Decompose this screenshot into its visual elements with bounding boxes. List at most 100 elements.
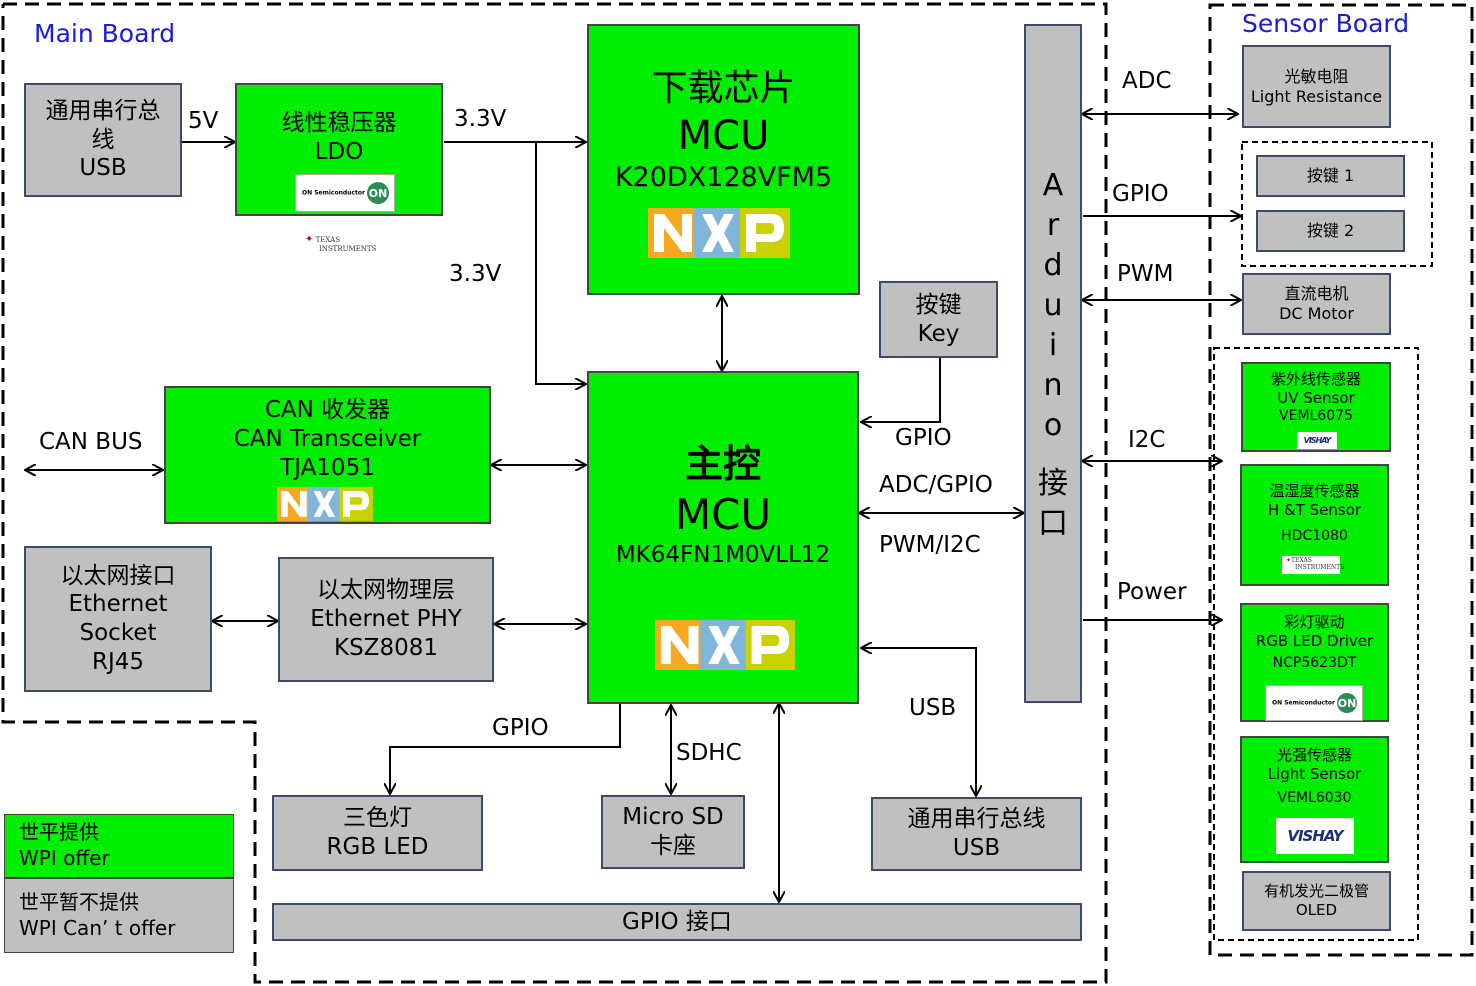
- rgb-driver-line2: RGB LED Driver: [1255, 631, 1374, 650]
- uv-line3: VEML6075: [1279, 407, 1353, 424]
- rgb-led-line2: RGB LED: [326, 834, 429, 860]
- keys-group-outline: [1241, 141, 1433, 267]
- micro-sd-line2: 卡座: [650, 833, 696, 859]
- main-mcu-line3: MK64FN1M0VLL12: [615, 542, 831, 568]
- vishay-logo-light: VISHAY: [1276, 818, 1354, 854]
- ldo-line2: LDO: [314, 138, 364, 165]
- nxp-logo-main: [655, 620, 795, 670]
- legend-offer-line2: WPI offer: [19, 846, 110, 870]
- ldo-line1: 线性稳压器: [281, 110, 397, 136]
- label-3v3-top: 3.3V: [454, 106, 507, 132]
- rgb-driver-line3: NCP5623DT: [1272, 654, 1357, 671]
- key-gpio-line: [862, 358, 941, 422]
- gpio-port-block: GPIO 接口: [272, 903, 1082, 941]
- label-i2c: I2C: [1128, 427, 1166, 453]
- label-usb: USB: [909, 695, 957, 721]
- micro-sd-block: Micro SD 卡座: [601, 795, 745, 869]
- sensor-board-outline: [1208, 3, 1474, 957]
- eth-socket-line3: Socket: [79, 620, 157, 646]
- arduino-char-d: d: [1043, 248, 1063, 283]
- ethernet-phy-block: 以太网物理层 Ethernet PHY KSZ8081: [278, 557, 494, 682]
- nxp-logo-can: [277, 487, 373, 521]
- rgb-led-line1: 三色灯: [343, 805, 412, 832]
- eth-socket-line2: Ethernet: [68, 591, 168, 618]
- ht-line1: 温湿度传感器: [1269, 482, 1360, 500]
- light-sensor-line3: VEML6030: [1277, 789, 1352, 806]
- key-block: 按键 Key: [879, 281, 998, 358]
- key1-block: 按键 1: [1256, 155, 1405, 197]
- ethernet-socket-block: 以太网接口 Ethernet Socket RJ45: [24, 546, 212, 692]
- eth-socket-line4: RJ45: [91, 648, 145, 675]
- legend-offer: 世平提供 WPI offer: [4, 814, 234, 878]
- arduino-block: A r d u i n o 接 口: [1024, 24, 1082, 703]
- arduino-char-n: n: [1043, 368, 1063, 403]
- ti-logo-ht: ✦TEXAS INSTRUMENTS: [1282, 556, 1344, 574]
- usb-bottom-line2: USB: [952, 835, 1001, 861]
- eth-socket-line1: 以太网接口: [60, 562, 176, 589]
- label-gpio-bottom: GPIO: [492, 715, 549, 741]
- label-3v3-mid: 3.3V: [449, 261, 502, 287]
- label-can-bus: CAN BUS: [39, 429, 143, 455]
- arduino-char-jie: 接: [1038, 466, 1068, 501]
- eth-phy-line2: Ethernet PHY: [310, 606, 462, 633]
- sensors-group-outline: [1213, 347, 1419, 941]
- eth-phy-line1: 以太网物理层: [317, 577, 455, 604]
- download-mcu-line1: 下载芯片: [651, 68, 796, 109]
- arduino-char-u: u: [1043, 288, 1063, 323]
- main-usb-line: [862, 648, 976, 795]
- arduino-char-r: r: [1046, 208, 1060, 243]
- arduino-char-i: i: [1048, 328, 1058, 363]
- onsemi-logo-rgb: ON Semiconductor ON: [1265, 685, 1363, 721]
- label-power: Power: [1117, 579, 1187, 605]
- vishay-logo-uv: VISHAY: [1297, 432, 1337, 449]
- light-resistance-line1: 光敏电阻: [1284, 66, 1349, 86]
- legend-no-offer: 世平暂不提供 WPI Can’ t offer: [4, 878, 234, 953]
- uv-line2: UV Sensor: [1277, 388, 1355, 407]
- rgb-driver-line1: 彩灯驱动: [1284, 613, 1345, 631]
- label-5v: 5V: [188, 108, 219, 134]
- ht-line3: HDC1080: [1281, 527, 1348, 544]
- legend-offer-line1: 世平提供: [19, 820, 99, 844]
- onsemi-logo-ldo: ON Semiconductor ON: [295, 174, 395, 212]
- key2-label: 按键 2: [1306, 221, 1355, 240]
- light-sensor-line2: Light Sensor: [1267, 764, 1362, 783]
- usb-bottom-line1: 通用串行总线: [907, 806, 1046, 833]
- uv-line1: 紫外线传感器: [1270, 370, 1361, 388]
- arduino-char-a: A: [1042, 168, 1064, 203]
- download-mcu-line3: K20DX128VFM5: [614, 162, 833, 193]
- ldo-to-main-line: [535, 142, 585, 384]
- label-sdhc: SDHC: [676, 740, 742, 766]
- rgb-driver-block: 彩灯驱动 RGB LED Driver NCP5623DT: [1240, 603, 1389, 722]
- label-pwm-i2c: PWM/I2C: [879, 532, 981, 558]
- usb-power-line1: 通用串行总: [45, 97, 161, 124]
- key2-block: 按键 2: [1256, 210, 1405, 252]
- dc-motor-block: 直流电机 DC Motor: [1242, 273, 1391, 335]
- oled-line2: OLED: [1295, 901, 1338, 919]
- micro-sd-line1: Micro SD: [622, 804, 724, 831]
- nxp-logo-download: [648, 208, 790, 258]
- label-adc: ADC: [1122, 68, 1172, 94]
- oled-line1: 有机发光二极管: [1263, 882, 1369, 901]
- main-board-outline: [1, 2, 1108, 984]
- usb-power-line2: 线: [91, 126, 115, 153]
- download-mcu-block: 下载芯片 MCU K20DX128VFM5: [587, 24, 860, 295]
- eth-phy-line3: KSZ8081: [334, 634, 438, 661]
- label-pwm: PWM: [1117, 261, 1174, 287]
- light-resistance-block: 光敏电阻 Light Resistance: [1242, 45, 1391, 128]
- label-adc-gpio: ADC/GPIO: [879, 472, 993, 498]
- main-rgb-line: [390, 704, 621, 793]
- arduino-char-kou: 口: [1038, 506, 1068, 541]
- oled-block: 有机发光二极管 OLED: [1242, 871, 1391, 931]
- gpio-port-label: GPIO 接口: [622, 908, 732, 935]
- main-mcu-line2: MCU: [674, 489, 772, 539]
- rgb-led-block: 三色灯 RGB LED: [272, 795, 483, 871]
- main-board-title: Main Board: [34, 19, 176, 48]
- can-line3: TJA1051: [280, 454, 375, 481]
- light-sensor-line1: 光强传感器: [1276, 746, 1352, 764]
- key-line1: 按键: [915, 291, 962, 318]
- can-line2: CAN Transceiver: [233, 425, 422, 452]
- can-line1: CAN 收发器: [264, 397, 391, 423]
- label-gpio-key: GPIO: [895, 425, 952, 451]
- arduino-char-o: o: [1043, 408, 1063, 443]
